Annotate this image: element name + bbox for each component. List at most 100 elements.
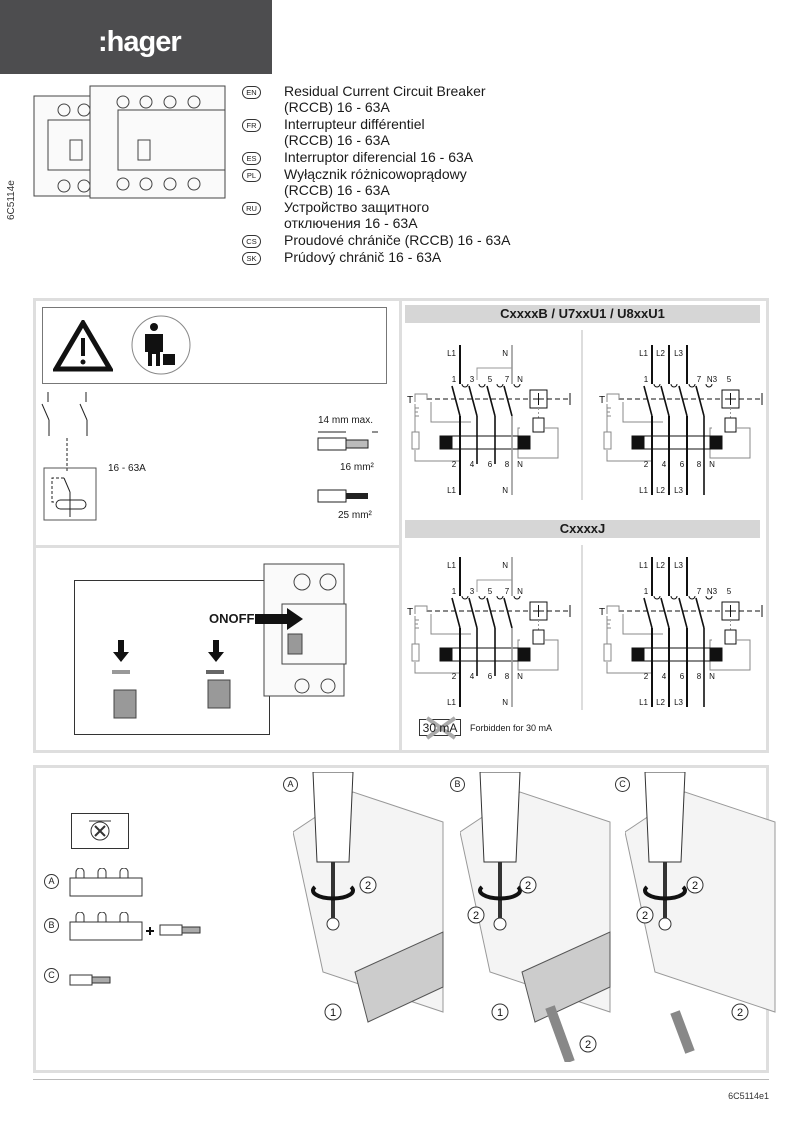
test-t-label: T <box>599 607 605 618</box>
wire-solid-diagram <box>317 489 368 503</box>
wire-strands <box>181 926 201 934</box>
test-symbol <box>606 619 611 629</box>
step-letter-c: C <box>615 777 630 792</box>
rotate-arrow-icon <box>311 885 355 901</box>
terminal-number: 1 <box>452 587 457 596</box>
language-code-badge: RU <box>242 202 261 215</box>
switch-contact <box>643 597 653 629</box>
step-marker-number: 1 <box>497 1007 503 1019</box>
forbidden-text: Forbidden for 30 mA <box>470 723 553 733</box>
language-title-line: (RCCB) 16 - 63A <box>284 182 390 198</box>
diagram-line <box>725 393 736 405</box>
load-label: L2 <box>656 698 665 707</box>
step-marker-number: 2 <box>473 910 479 922</box>
language-title-line: отключения 16 - 63A <box>284 215 418 231</box>
busbar <box>69 877 143 897</box>
language-code-badge: EN <box>242 86 261 99</box>
cross-icon <box>425 716 457 740</box>
busbar-fork <box>119 912 129 922</box>
step-letter-b: B <box>450 777 465 792</box>
forbidden-badge-text: 30 mA <box>422 721 458 735</box>
terminal-number: 6 <box>680 672 685 681</box>
terminal-number: 4 <box>662 672 667 681</box>
toroid-core-end <box>631 435 645 450</box>
step-marker-number: 2 <box>737 1007 743 1019</box>
step-marker-circle <box>579 1035 597 1053</box>
diagram-group <box>603 345 763 495</box>
language-title-line: Prúdový chránič 16 - 63A <box>284 249 442 265</box>
load-label: N <box>502 486 508 495</box>
language-title: Residual Current Circuit Breaker(RCCB) 1… <box>284 83 486 115</box>
supply-label: L1 <box>447 561 456 570</box>
load-label: L1 <box>447 698 456 707</box>
language-list: EN Residual Current Circuit Breaker(RCCB)… <box>242 83 510 266</box>
test-resistor <box>603 431 612 450</box>
language-title-line: Устройство защитного <box>284 199 430 215</box>
terminal-number: 2 <box>644 460 649 469</box>
test-symbol <box>606 407 611 417</box>
terminal-number: 5 <box>488 375 493 384</box>
language-title: Interruptor diferencial 16 - 63A <box>284 149 473 165</box>
coil-wire <box>709 427 751 459</box>
language-code-badge: SK <box>242 252 261 265</box>
option-letter-b: B <box>44 918 59 933</box>
switch-contact <box>486 597 496 629</box>
safety-warning-box <box>42 307 387 384</box>
language-title-line: (RCCB) 16 - 63A <box>284 99 390 115</box>
load-label: L3 <box>674 486 683 495</box>
wire-25-label: 25 mm² <box>338 510 372 521</box>
load-label: L1 <box>447 486 456 495</box>
step-marker: 2 <box>636 906 654 924</box>
step-marker-number: 2 <box>642 910 648 922</box>
wire-strip-diagram <box>317 431 378 451</box>
terminal-number: 4 <box>470 460 475 469</box>
toroid-core-end <box>709 647 723 662</box>
switch-positions-illustration <box>112 640 231 719</box>
terminal-symbol <box>478 595 486 600</box>
terminal-symbol <box>705 383 713 388</box>
trip-coil <box>532 417 545 433</box>
test-circuit <box>414 393 471 423</box>
onoff-label: ONOFF <box>209 611 255 626</box>
wiring-title-j: CxxxxJ <box>405 520 760 538</box>
busbar-fork <box>119 868 129 878</box>
step-marker: 2 <box>731 1003 749 1021</box>
terminal-symbol <box>513 383 521 388</box>
language-entry-sk: SK Prúdový chránič 16 - 63A <box>242 249 510 265</box>
terminal-number: 7 <box>697 587 702 596</box>
toroid-core <box>631 435 723 450</box>
test-circuit <box>414 616 460 674</box>
step-marker: 2 <box>519 876 537 894</box>
step-letter-a: A <box>283 777 298 792</box>
switch-contact <box>451 385 461 417</box>
load-label: L2 <box>656 486 665 495</box>
switch-contact <box>486 385 496 417</box>
test-symbol <box>414 407 419 417</box>
switch-contact <box>678 385 688 417</box>
switch-contact <box>503 597 513 629</box>
step-marker-circle <box>467 906 485 924</box>
step-marker: 2 <box>686 876 704 894</box>
forbidden-30ma-badge: 30 mA <box>419 716 461 740</box>
terminal-number: 8 <box>697 460 702 469</box>
terminal-number: N <box>709 460 715 469</box>
step-marker-number: 2 <box>365 880 371 892</box>
diagram-group <box>411 345 571 495</box>
terminal-number: 5 <box>727 587 732 596</box>
terminal-number: N <box>517 375 523 384</box>
busbar-illustration <box>69 912 201 941</box>
terminal-number: 2 <box>452 672 457 681</box>
rccb-illustration <box>263 563 347 697</box>
rating-label: 16 - 63A <box>108 463 146 474</box>
toroid-core-end <box>517 647 531 662</box>
switch-symbol-diagram <box>41 392 97 521</box>
language-code-badge: PL <box>242 169 261 182</box>
test-symbol <box>414 619 419 629</box>
option-letter-a: A <box>44 874 59 889</box>
